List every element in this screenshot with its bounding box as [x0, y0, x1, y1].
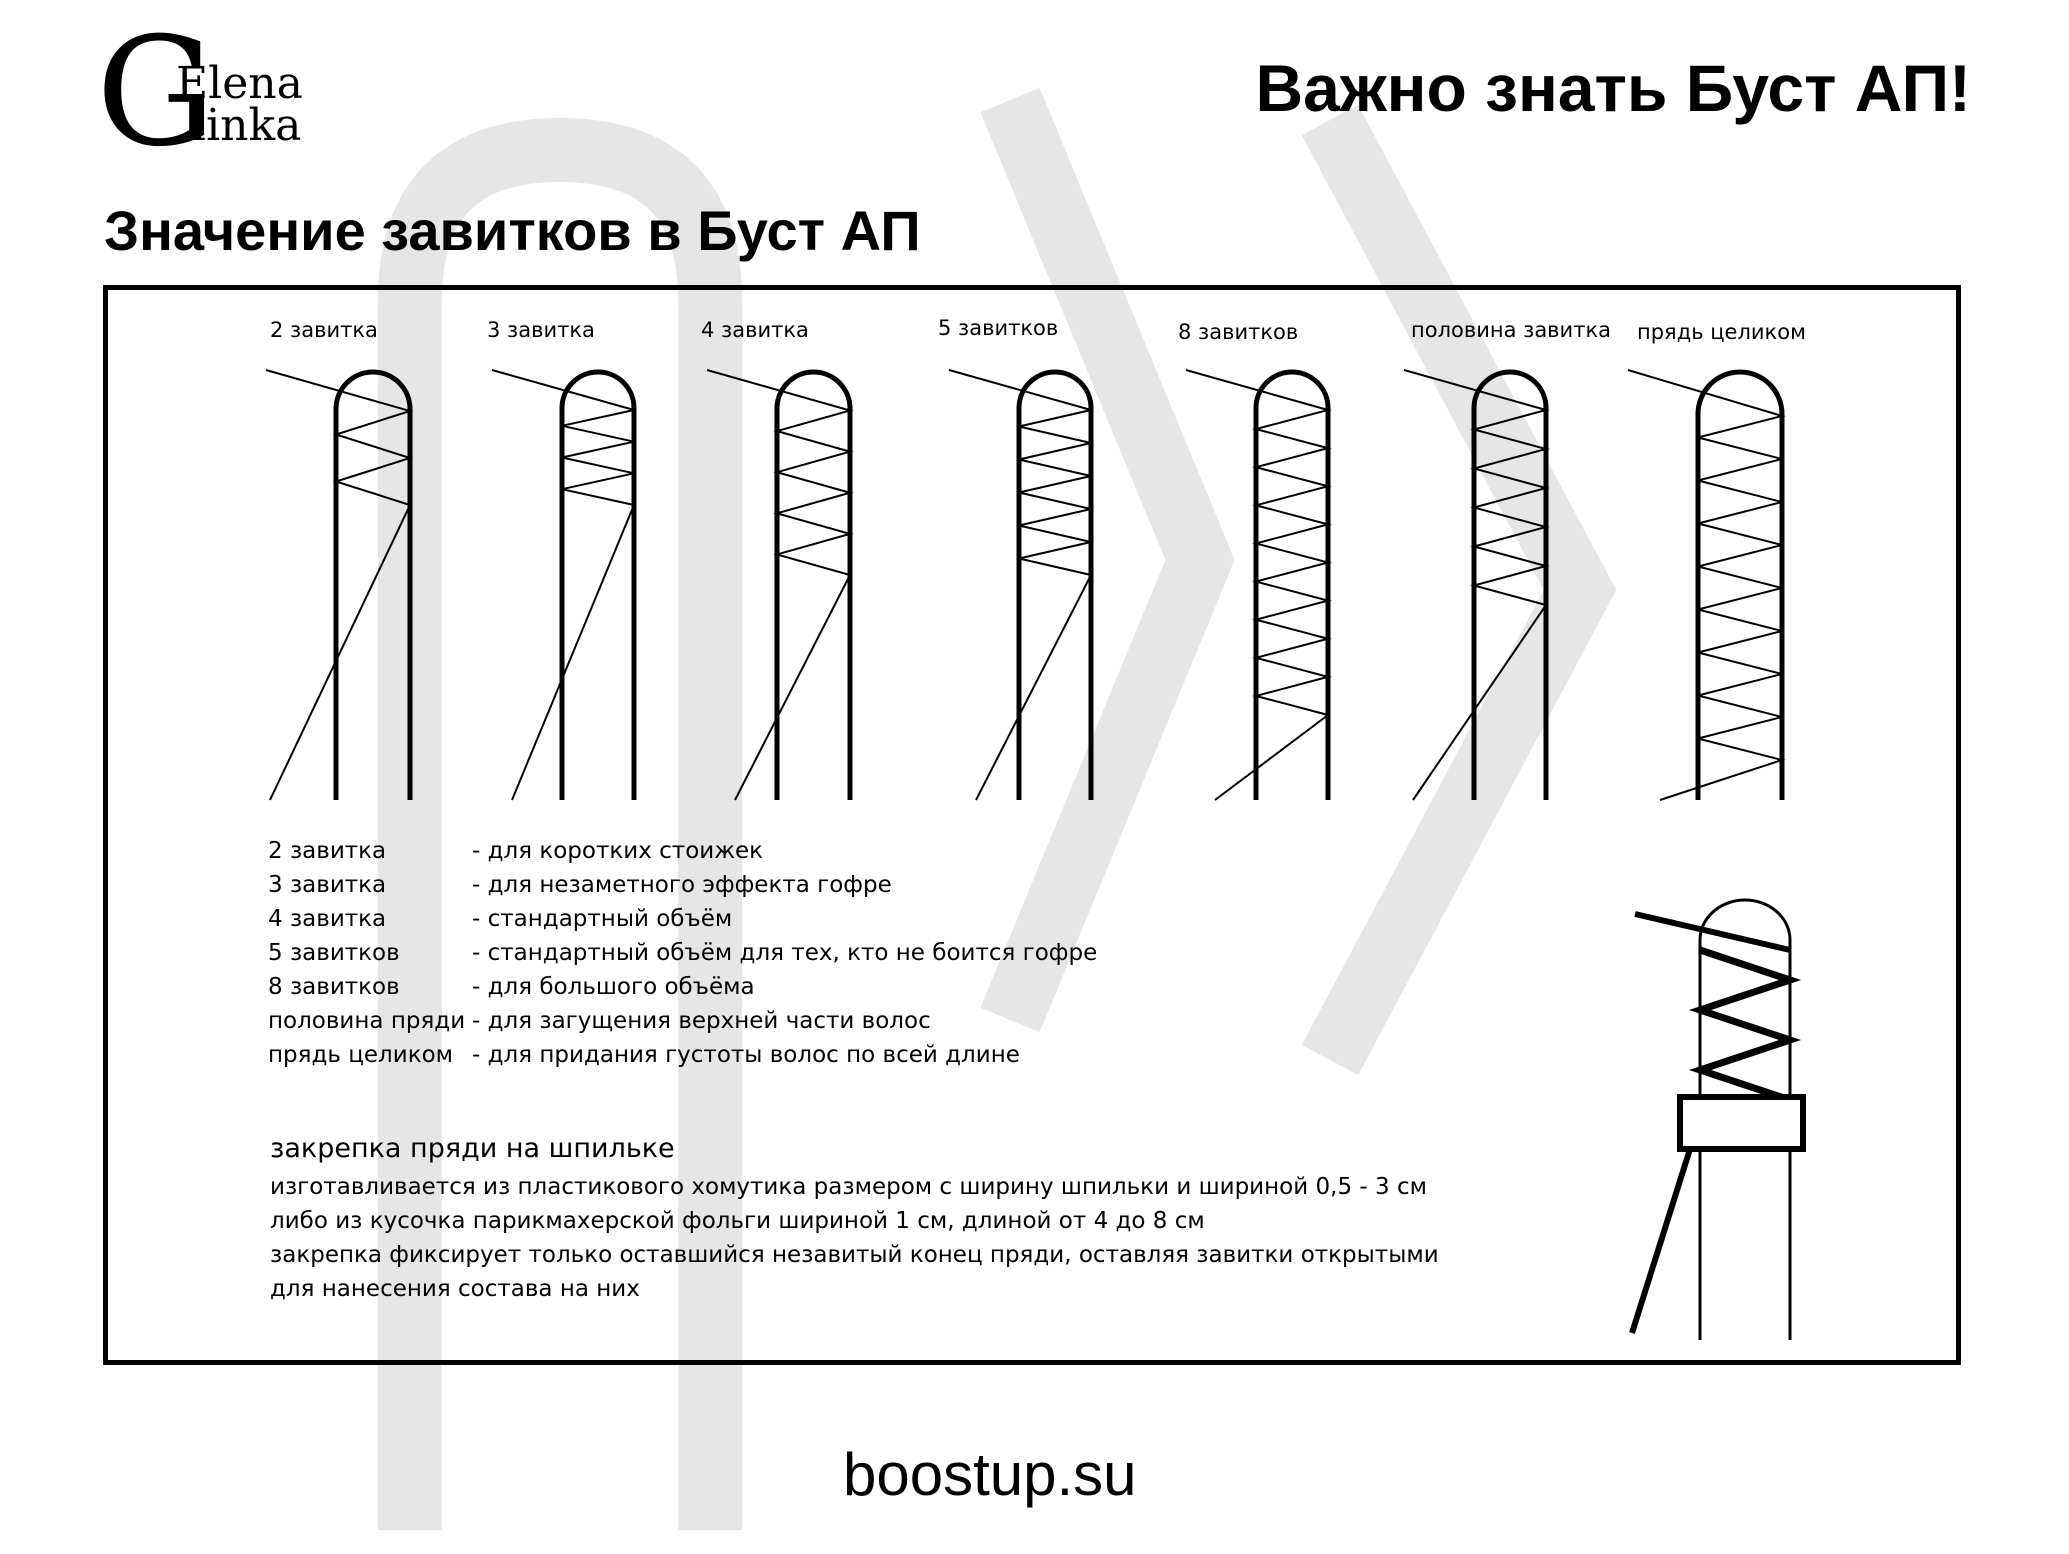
diagram-label-3: 3 завитка	[487, 318, 595, 342]
strand-zigzag	[1403, 369, 1550, 801]
legend-row: 5 завитков- стандартный объём для тех, к…	[268, 940, 1098, 966]
diagram-label-whole: прядь целиком	[1637, 320, 1806, 344]
strand-zigzag	[491, 369, 636, 801]
legend-row: 8 завитков- для большого объёма	[268, 974, 755, 1000]
hairpin-frame	[774, 369, 853, 800]
legend-row: 2 завитка- для коротких стоижек	[268, 838, 763, 864]
hairpin-frame	[1253, 369, 1331, 800]
website-link[interactable]: boostup.su	[843, 1441, 1137, 1508]
page-title: Важно знать Буст АП!	[1255, 51, 1972, 125]
hairpin-frame	[333, 369, 413, 800]
clip-diagram	[1629, 898, 1806, 1340]
legend-row: 4 завитка- стандартный объём	[268, 906, 733, 932]
legend-row: половина пряди- для загущения верхней ча…	[268, 1008, 931, 1034]
strand-zigzag	[265, 369, 414, 801]
section-title: Значение завитков в Буст АП	[104, 199, 921, 262]
strand-zigzag	[706, 369, 854, 801]
clip-description: изготавливается из пластикового хомутика…	[270, 1170, 1439, 1306]
hairpin-frame	[1471, 369, 1549, 800]
logo-initial: G	[96, 6, 216, 180]
content-frame	[103, 285, 1961, 1365]
diagram-label-4: 4 завитка	[701, 318, 809, 342]
clip-line: для нанесения состава на них	[270, 1276, 640, 1302]
hairpin-frame	[1016, 369, 1094, 800]
logo-first-name: Elena	[176, 58, 303, 109]
hairpin-frame	[559, 369, 637, 800]
clip-rect	[1677, 1094, 1806, 1152]
clip-line: закрепка фиксирует только оставшийся нез…	[270, 1242, 1439, 1268]
logo-last-name: linka	[192, 100, 302, 151]
clip-line: изготавливается из пластикового хомутика…	[270, 1174, 1427, 1200]
clip-line: либо из кусочка парикмахерской фольги ши…	[270, 1208, 1205, 1234]
hairpin-frame	[1695, 369, 1785, 800]
strand-zigzag	[948, 369, 1093, 801]
diagram-label-2: 2 завитка	[270, 318, 378, 342]
diagram-label-half: половина завитка	[1411, 318, 1611, 342]
legend-row: прядь целиком- для придания густоты воло…	[268, 1042, 1020, 1068]
diagram-label-8: 8 завитков	[1178, 320, 1299, 344]
strand-zigzag	[1627, 369, 1786, 801]
legend: 2 завитка- для коротких стоижек 3 завитк…	[268, 834, 1097, 1072]
legend-row: 3 завитка- для незаметного эффекта гофре	[268, 872, 892, 898]
diagram-label-5: 5 завитков	[938, 316, 1059, 340]
clip-title: закрепка пряди на шпильке	[270, 1133, 675, 1164]
strand-zigzag	[1185, 369, 1332, 801]
